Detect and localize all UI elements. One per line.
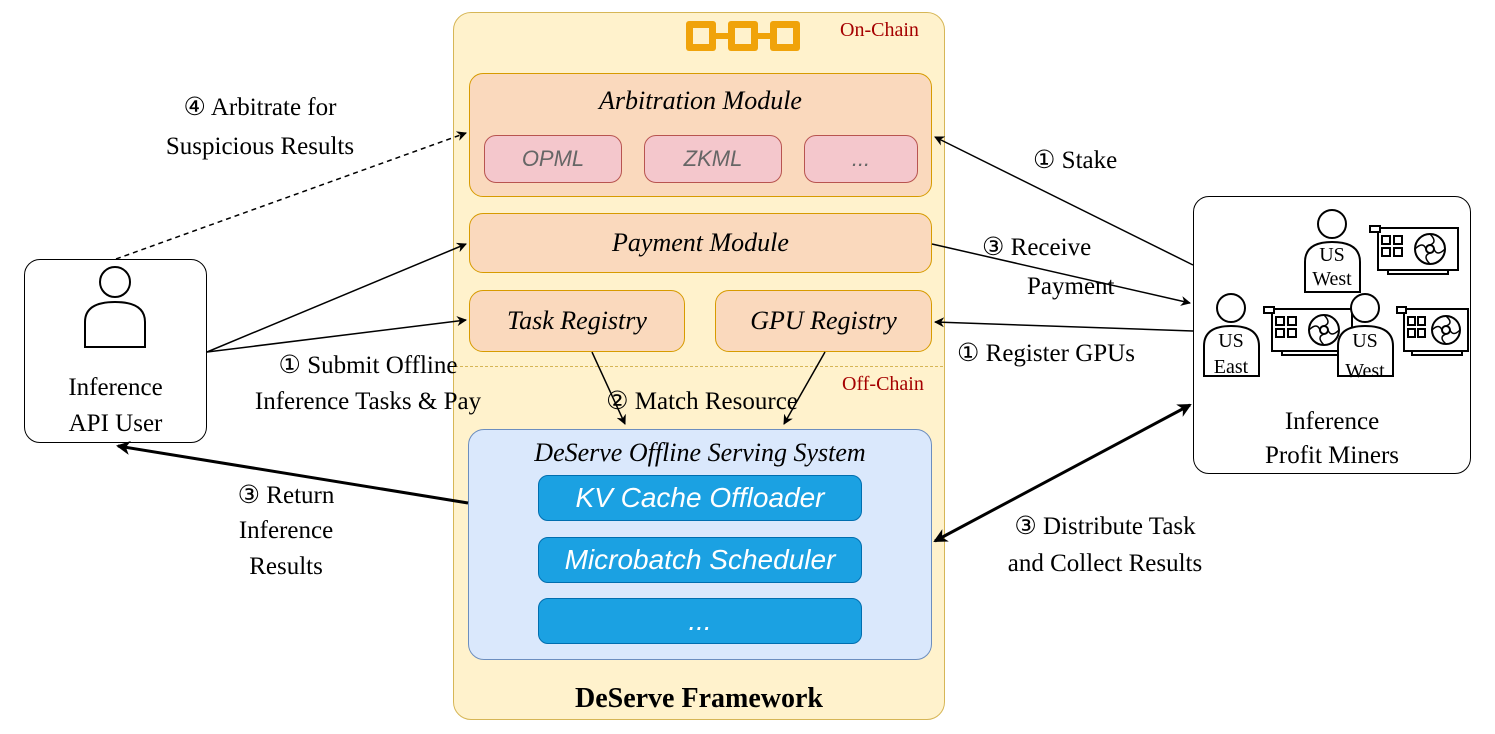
- miner-region-line2: West: [1312, 268, 1352, 290]
- match-edge-task: [591, 351, 626, 425]
- user-icon: [84, 266, 146, 348]
- return-label-line3: Results: [249, 553, 323, 580]
- receive-label-line2: Payment: [1027, 273, 1115, 300]
- payment-module-title: Payment Module: [612, 228, 789, 257]
- arbitrate-label-line1: ④ Arbitrate for: [183, 94, 337, 121]
- task-registry: Task Registry: [469, 290, 685, 352]
- receive-payment-edge: [931, 243, 1191, 306]
- submit-edge: [206, 316, 467, 353]
- submit-label-line1: ① Submit Offline: [278, 352, 458, 379]
- return-label-line1: ③ Return: [237, 482, 335, 509]
- framework-title: DeServe Framework: [574, 683, 823, 714]
- miner-region-line1: US: [1352, 330, 1378, 352]
- gpu-icon: [1396, 306, 1469, 356]
- arbitration-item-more: ...: [804, 135, 918, 183]
- match-label: ② Match Resource: [606, 388, 798, 415]
- arbitrate-edge: [115, 131, 467, 260]
- serving-item-more: ...: [538, 598, 862, 644]
- api-user-label-line1: Inference: [68, 374, 163, 401]
- miner-person-icon: [1203, 293, 1260, 377]
- microbatch-scheduler: Microbatch Scheduler: [538, 537, 862, 583]
- arbitration-module-title: Arbitration Module: [599, 86, 802, 115]
- register-label: ① Register GPUs: [957, 340, 1135, 367]
- return-label-line2: Inference: [238, 517, 334, 544]
- miner-region-line2: West: [1345, 360, 1385, 382]
- arbitrate-label-line2: Suspicious Results: [165, 133, 355, 160]
- miner-region-line1: US: [1218, 330, 1244, 352]
- kv-cache-offloader: KV Cache Offloader: [538, 475, 862, 521]
- serving-system-title: DeServe Offline Serving System: [534, 438, 866, 467]
- miner-person-icon: [1304, 209, 1361, 293]
- pay-edge: [206, 242, 467, 353]
- stake-label: ① Stake: [1033, 147, 1118, 174]
- gpu-icon: [1263, 306, 1353, 356]
- gpu-registry-label: GPU Registry: [750, 306, 897, 335]
- on-chain-label: On-Chain: [840, 19, 919, 41]
- api-user-label-line2: API User: [68, 410, 163, 437]
- register-edge: [934, 317, 1194, 332]
- return-edge: [116, 441, 469, 505]
- task-registry-label: Task Registry: [507, 306, 647, 335]
- miner-person-icon: [1337, 293, 1394, 377]
- distribute-label-line1: ③ Distribute Task: [1014, 513, 1196, 540]
- receive-label-line1: ③ Receive: [982, 234, 1092, 261]
- distribute-edge: [933, 403, 1192, 543]
- stake-edge: [934, 136, 1194, 266]
- blockchain-icon: [686, 21, 800, 51]
- miners-label-line1: Inference: [1284, 408, 1380, 435]
- gpu-registry: GPU Registry: [715, 290, 932, 352]
- miners-label-line2: Profit Miners: [1264, 442, 1400, 469]
- distribute-label-line2: and Collect Results: [1007, 550, 1203, 577]
- miner-region-line2: East: [1213, 356, 1249, 378]
- match-edge-gpu: [783, 351, 826, 425]
- miner-region-line1: US: [1319, 244, 1345, 266]
- submit-label-line2: Inference Tasks & Pay: [254, 388, 482, 415]
- arbitration-item-opml: OPML: [484, 135, 622, 183]
- off-chain-divider: [455, 366, 943, 367]
- off-chain-label: Off-Chain: [842, 373, 924, 395]
- gpu-icon: [1369, 225, 1459, 275]
- payment-module: Payment Module: [469, 213, 932, 273]
- arbitration-item-zkml: ZKML: [644, 135, 782, 183]
